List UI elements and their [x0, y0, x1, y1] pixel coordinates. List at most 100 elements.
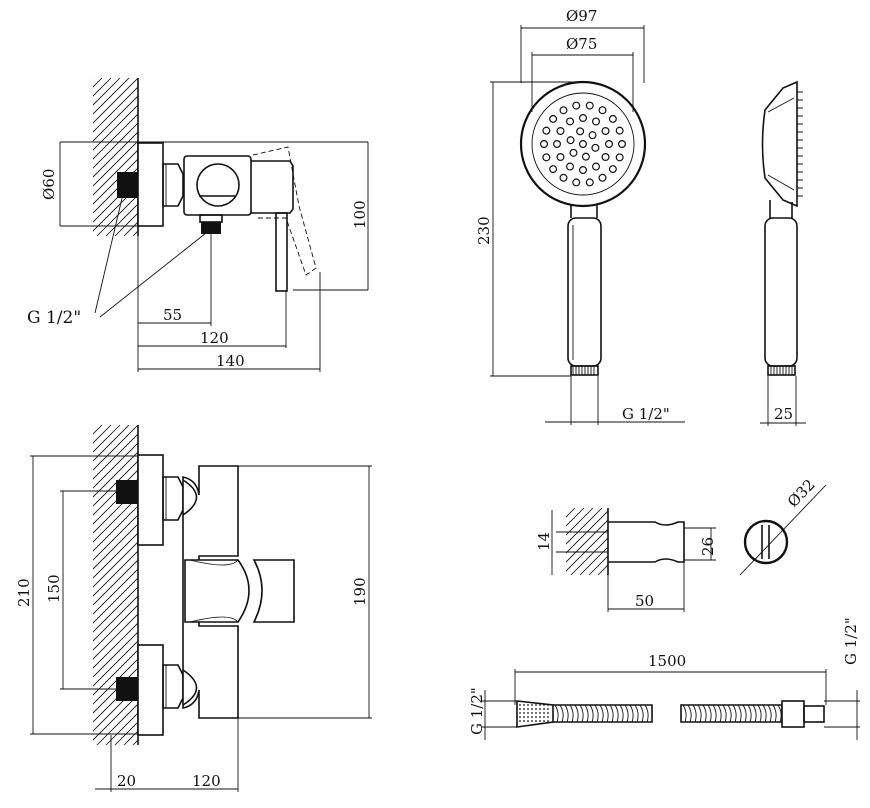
- inlet-thread-block: [117, 172, 139, 198]
- nozzle: [552, 140, 561, 149]
- hatch-line: [439, 425, 759, 745]
- nozzle: [601, 153, 610, 162]
- hose-coil: [762, 704, 767, 723]
- cone-texture-dot: [519, 708, 521, 710]
- holder-body: [608, 521, 685, 563]
- nozzle: [578, 113, 587, 122]
- cone-texture-dot: [519, 704, 521, 706]
- hose-coil: [747, 704, 752, 723]
- hose-coil: [702, 704, 707, 723]
- hatch-line: [93, 78, 112, 97]
- hatch-line: [93, 451, 138, 498]
- hose-coil: [554, 704, 559, 723]
- hatch-line: [566, 508, 585, 527]
- nozzle: [591, 117, 600, 126]
- cone-texture-dot: [543, 708, 545, 710]
- hatch-line: [394, 425, 714, 745]
- hatch-line: [286, 425, 606, 745]
- hatch-line: [93, 185, 138, 232]
- cone-texture-dot: [519, 712, 521, 714]
- cone-texture-dot: [539, 708, 541, 710]
- hatch-line: [93, 78, 94, 79]
- nozzle: [576, 127, 585, 136]
- hatch-line: [93, 167, 138, 214]
- hatch-line: [93, 667, 138, 714]
- hose-coil: [584, 704, 589, 723]
- hose-coil: [697, 704, 702, 723]
- flange: [137, 142, 164, 227]
- nozzle: [585, 178, 594, 187]
- hatch-line: [625, 508, 692, 575]
- hatch-line: [93, 78, 121, 106]
- hose-coil: [687, 704, 692, 723]
- nozzle: [542, 153, 551, 162]
- nozzle: [608, 114, 617, 123]
- nozzle: [565, 117, 574, 126]
- hose-coil: [609, 704, 614, 723]
- thread-label-shower: G 1/2": [622, 405, 670, 423]
- hatch-line: [661, 508, 728, 575]
- hatch-line: [96, 194, 138, 236]
- hatch-line: [331, 425, 651, 745]
- hatch-line: [570, 537, 608, 575]
- hose-coil: [722, 704, 727, 723]
- nozzle: [565, 162, 574, 171]
- nozzle-grid: [539, 101, 626, 187]
- hose-coil: [712, 704, 717, 723]
- hatch-line: [93, 140, 138, 187]
- nozzle: [578, 166, 587, 175]
- nozzle: [581, 152, 590, 161]
- hatch-line: [566, 508, 594, 536]
- nut: [162, 163, 184, 207]
- hatch-line: [93, 658, 138, 705]
- hatch-line: [105, 203, 138, 236]
- cone-texture-dot: [535, 716, 537, 718]
- hatch-line: [367, 425, 687, 745]
- hatch-line: [93, 469, 138, 516]
- nozzle: [608, 165, 617, 174]
- hatch-line: [277, 425, 597, 745]
- dim-120-front: 120: [192, 772, 221, 790]
- hose-coil: [644, 704, 649, 723]
- hose-coil: [619, 704, 624, 723]
- hatch-line: [566, 519, 608, 563]
- dim-25: 25: [774, 405, 793, 423]
- dim-210: 210: [15, 578, 33, 607]
- hatch-line: [457, 425, 777, 745]
- cone-texture-dot: [535, 708, 537, 710]
- mixer-front-view: 210 150 190 20 120: [15, 425, 777, 792]
- hatch-line: [385, 425, 705, 745]
- hose-coil: [717, 704, 722, 723]
- hose-coil: [604, 704, 609, 723]
- cone-texture-dot: [531, 708, 533, 710]
- hatch-line: [349, 425, 669, 745]
- hatch-line: [250, 425, 570, 745]
- dim-230: 230: [475, 216, 493, 245]
- hose-coil: [599, 704, 604, 723]
- dim-150: 150: [45, 574, 63, 603]
- hose-left-section: [553, 704, 653, 723]
- cone-texture-dot: [523, 708, 525, 710]
- cone-texture-dot: [539, 716, 541, 718]
- hatch-line: [93, 541, 138, 588]
- hose-coil: [767, 704, 772, 723]
- mixer-front-body: [182, 465, 239, 719]
- nozzle: [604, 140, 613, 149]
- nozzle: [572, 101, 581, 110]
- hose-coil: [559, 704, 564, 723]
- dim-14: 14: [535, 532, 553, 551]
- hose-coil: [732, 704, 737, 723]
- holder-ring: [743, 519, 789, 565]
- cone-texture-dot: [535, 712, 537, 714]
- cone-texture-dot: [547, 720, 549, 722]
- hose-coil: [629, 704, 634, 723]
- dim-d32: Ø32: [784, 476, 819, 511]
- hatch-line: [93, 433, 138, 480]
- cone-texture-dot: [547, 708, 549, 710]
- nozzle: [559, 173, 568, 182]
- nozzle: [549, 165, 558, 174]
- hand-shower-front-view: Ø97 Ø75 230 G 1/2": [475, 7, 685, 425]
- cone-texture-dot: [543, 712, 545, 714]
- nozzle: [615, 153, 624, 162]
- nozzle: [598, 106, 607, 115]
